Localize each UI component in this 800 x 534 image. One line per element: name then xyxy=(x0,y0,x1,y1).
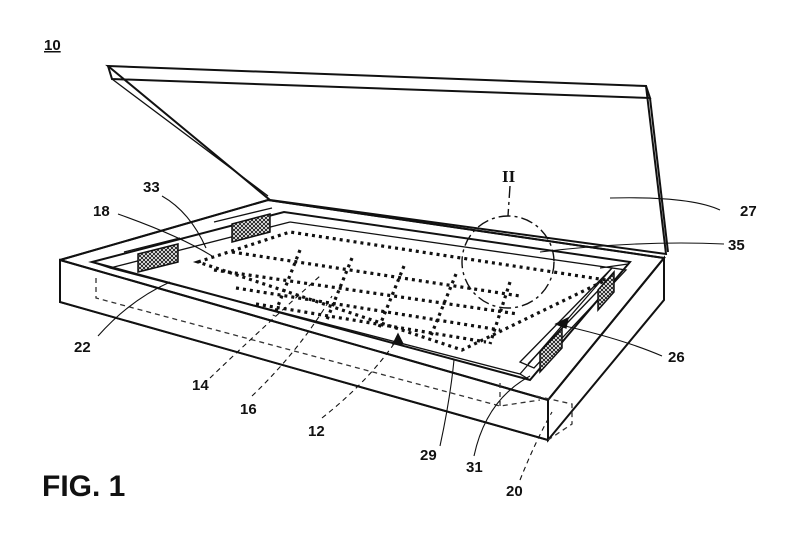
ref-18: 18 xyxy=(93,203,110,220)
ref-27: 27 xyxy=(740,203,757,220)
vent-right-front xyxy=(539,326,563,374)
ref-16: 16 xyxy=(240,401,257,418)
lid xyxy=(105,64,669,256)
reference-numerals: 10 33 18 22 14 16 12 29 31 20 26 35 27 I… xyxy=(42,37,757,503)
figure-label: FIG. 1 xyxy=(42,470,125,503)
ref-20: 20 xyxy=(506,483,523,500)
ref-22: 22 xyxy=(74,339,91,356)
ref-12: 12 xyxy=(308,423,325,440)
detail-circle xyxy=(461,185,555,309)
leader-lines xyxy=(97,195,725,481)
ref-29: 29 xyxy=(420,447,437,464)
ref-35: 35 xyxy=(728,237,745,254)
vent-left-front xyxy=(137,243,179,273)
heating-grid xyxy=(192,230,612,352)
ref-31: 31 xyxy=(466,459,483,476)
ref-II: II xyxy=(502,167,516,186)
vent-left-rear xyxy=(231,213,271,243)
ref-10: 10 xyxy=(44,37,61,54)
ref-26: 26 xyxy=(668,349,685,366)
vent-right-rear xyxy=(597,270,615,312)
vent-units xyxy=(123,207,629,374)
ref-14: 14 xyxy=(192,377,209,394)
ref-33: 33 xyxy=(143,179,160,196)
